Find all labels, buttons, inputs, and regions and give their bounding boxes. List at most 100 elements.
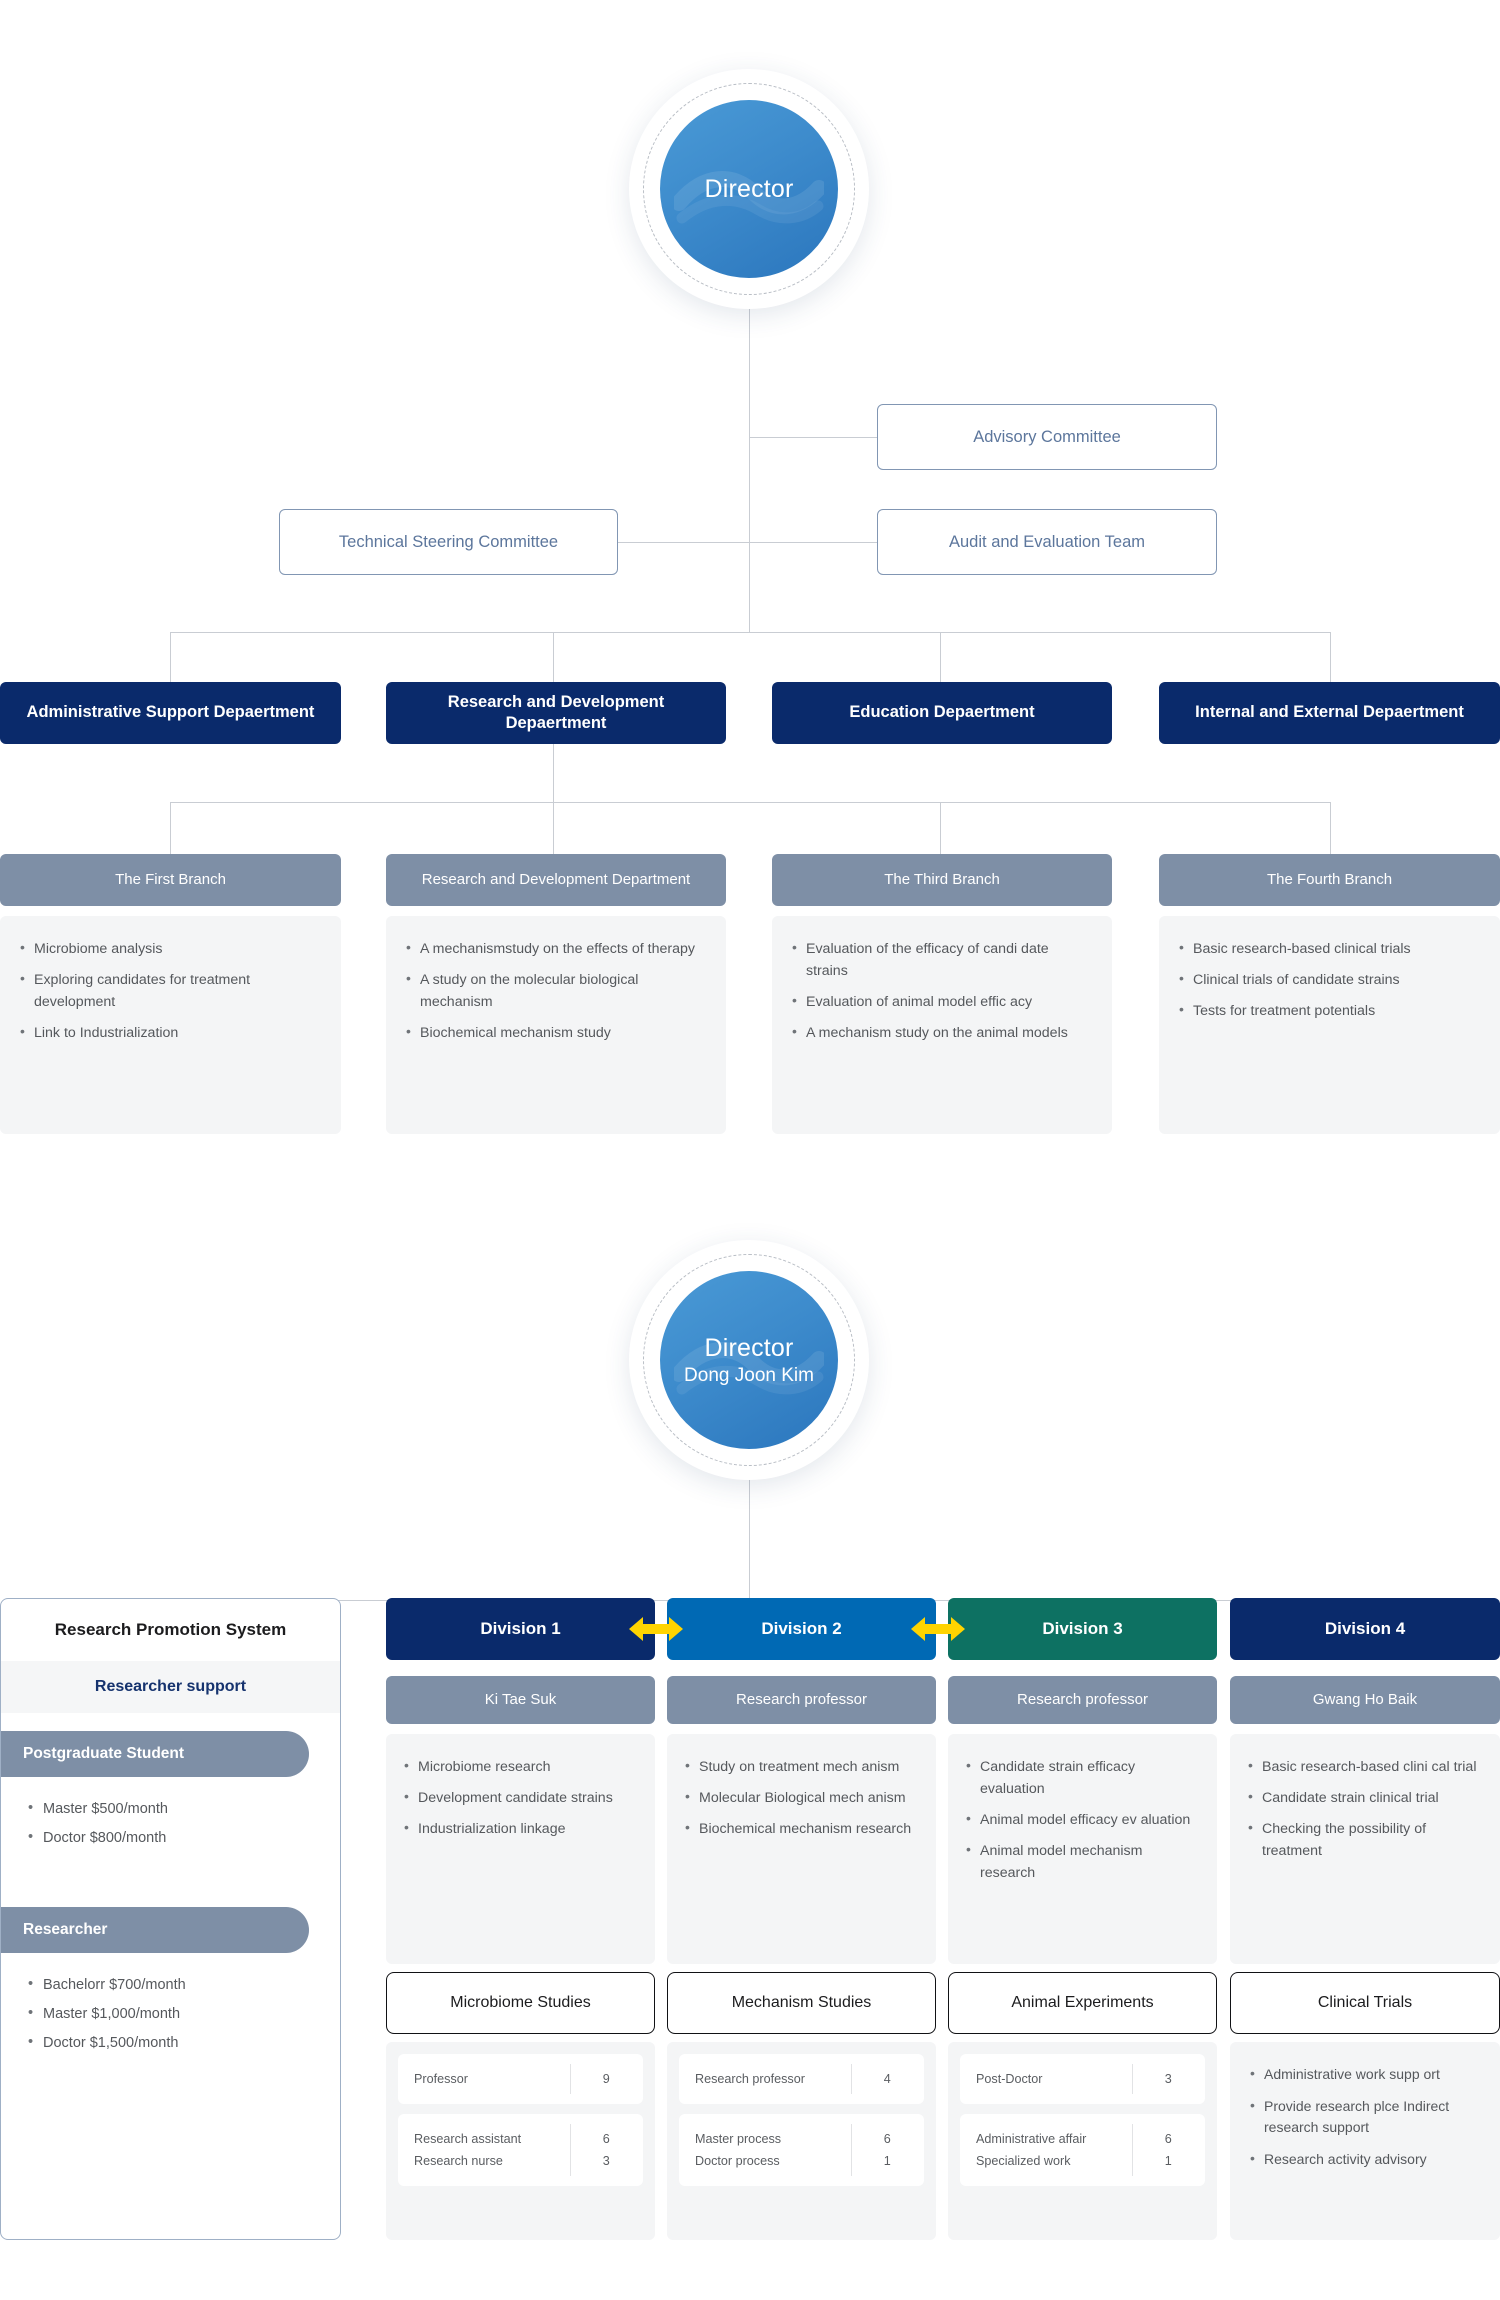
division-1-body: Microbiome research Development candidat… <box>386 1734 655 1964</box>
table-cell-value: 4 <box>883 2072 891 2086</box>
division-3-header[interactable]: Division 3 <box>948 1598 1217 1660</box>
technical-steering-committee-box[interactable]: Technical Steering Committee <box>279 509 618 575</box>
rps-group-label: Researcher <box>23 1921 108 1939</box>
department-label: Internal and External Depaertment <box>1195 703 1464 722</box>
division-4-header[interactable]: Division 4 <box>1230 1598 1500 1660</box>
table-row: Research professor 4 <box>679 2068 924 2090</box>
division-1-lead[interactable]: Ki Tae Suk <box>386 1676 655 1724</box>
rps-group-researcher[interactable]: Researcher <box>1 1907 310 1954</box>
list-item: Master $500/month <box>27 1798 340 1820</box>
division-2-body: Study on treatment mech anism Molecular … <box>667 1734 936 1964</box>
branch-header-1[interactable]: The First Branch <box>0 854 341 906</box>
division-list: Microbiome research Development candidat… <box>402 1755 639 1840</box>
division-label: Division 2 <box>761 1619 842 1638</box>
division-list: Study on treatment mech anism Molecular … <box>683 1755 920 1840</box>
department-label: Education Depaertment <box>849 703 1035 722</box>
director-node-bottom[interactable]: Director Dong Joon Kim <box>629 1240 869 1480</box>
division-3-lead[interactable]: Research professor <box>948 1676 1217 1724</box>
rps-group-label: Postgraduate Student <box>23 1745 185 1762</box>
list-item: Checking the possibility of treatment <box>1246 1817 1484 1862</box>
director-node-top[interactable]: Director <box>629 69 869 309</box>
rps-postgraduate-list: Master $500/month Doctor $800/month <box>1 1777 340 1849</box>
list-item: Research activity advisory <box>1248 2148 1482 2171</box>
division-2-header[interactable]: Division 2 <box>667 1598 936 1660</box>
clinical-trials-list: Administrative work supp ort Provide res… <box>1242 2054 1488 2171</box>
director-name: Dong Joon Kim <box>684 1364 814 1386</box>
study-title: Microbiome Studies <box>450 1994 591 2011</box>
list-item: Clinical trials of candidate strains <box>1177 968 1482 991</box>
table-row: Specialized work 1 <box>960 2150 1205 2172</box>
branch-body-2: A mechanismstudy on the effects of thera… <box>386 916 726 1134</box>
table-row: Doctor process 1 <box>679 2150 924 2172</box>
list-item: Basic research-based clinical trials <box>1177 937 1482 960</box>
table-divider <box>850 2064 852 2094</box>
branch-header-label: Research and Development Department <box>421 871 691 889</box>
list-item: Microbiome research <box>402 1755 639 1778</box>
list-item: Molecular Biological mech anism <box>683 1786 920 1809</box>
branch-header-label: The First Branch <box>115 871 226 889</box>
division-lead-label: Gwang Ho Baik <box>1312 1691 1418 1709</box>
connector-steering-audit <box>617 542 879 543</box>
division-list: Candidate strain efficacy evaluation Ani… <box>964 1755 1201 1884</box>
department-internal-external[interactable]: Internal and External Depaertment <box>1159 682 1500 744</box>
division-lead-label: Research professor <box>736 1691 867 1709</box>
director-dashed-ring <box>643 1254 855 1466</box>
division-1-header[interactable]: Division 1 <box>386 1598 655 1660</box>
list-item: A mechanism study on the animal models <box>790 1021 1094 1044</box>
audit-evaluation-team-label: Audit and Evaluation Team <box>949 532 1145 551</box>
department-administrative-support[interactable]: Administrative Support Depaertment <box>0 682 341 744</box>
list-item: A study on the molecular biological mech… <box>404 968 708 1013</box>
study-body-animal: Post-Doctor 3 Administrative affair 6 Sp… <box>948 2042 1217 2240</box>
list-item: Microbiome analysis <box>18 937 323 960</box>
double-arrow-icon <box>911 1617 965 1641</box>
list-item: Tests for treatment potentials <box>1177 999 1482 1022</box>
branch-list: Microbiome analysis Exploring candidates… <box>18 937 323 1044</box>
division-2-lead[interactable]: Research professor <box>667 1676 936 1724</box>
connector-branch-drop-3 <box>940 802 941 854</box>
study-header-clinical[interactable]: Clinical Trials <box>1230 1972 1500 2034</box>
list-item: Administrative work supp ort <box>1248 2063 1482 2086</box>
audit-evaluation-team-box[interactable]: Audit and Evaluation Team <box>877 509 1217 575</box>
list-item: Candidate strain clinical trial <box>1246 1786 1484 1809</box>
study-body-mechanism: Research professor 4 Master process 6 Do… <box>667 2042 936 2240</box>
director-circle: Director <box>660 100 838 278</box>
branch-header-label: The Fourth Branch <box>1266 871 1393 889</box>
study-header-animal[interactable]: Animal Experiments <box>948 1972 1217 2034</box>
connector-branch-drop-2 <box>553 802 554 854</box>
department-education[interactable]: Education Depaertment <box>772 682 1112 744</box>
list-item: Bachelorr $700/month <box>27 1974 340 1996</box>
table-divider <box>1131 2124 1133 2176</box>
department-label: Research and Development Depaertment <box>447 692 665 732</box>
study-header-microbiome[interactable]: Microbiome Studies <box>386 1972 655 2034</box>
branch-list: Evaluation of the efficacy of candi date… <box>790 937 1094 1044</box>
division-3-body: Candidate strain efficacy evaluation Ani… <box>948 1734 1217 1964</box>
director-circle: Director Dong Joon Kim <box>660 1271 838 1449</box>
table-card: Administrative affair 6 Specialized work… <box>960 2114 1205 2186</box>
table-cell-key: Doctor process <box>695 2154 780 2168</box>
branch-header-4[interactable]: The Fourth Branch <box>1159 854 1500 906</box>
connector-dept-bus <box>170 632 1330 633</box>
list-item: Animal model efficacy ev aluation <box>964 1808 1201 1831</box>
department-research-development[interactable]: Research and Development Depaertment <box>386 682 726 744</box>
department-label: Administrative Support Depaertment <box>26 703 315 722</box>
rps-group-postgraduate-student[interactable]: Postgraduate Student <box>1 1731 310 1777</box>
study-header-mechanism[interactable]: Mechanism Studies <box>667 1972 936 2034</box>
director-dashed-ring <box>643 83 855 295</box>
study-body-microbiome: Professor 9 Research assistant 6 Researc… <box>386 2042 655 2240</box>
branch-list: Basic research-based clinical trials Cli… <box>1177 937 1482 1022</box>
table-divider <box>1131 2064 1133 2094</box>
connector-dept-drop-4 <box>1330 632 1331 692</box>
list-item: Evaluation of the efficacy of candi date… <box>790 937 1094 982</box>
branch-header-2[interactable]: Research and Development Department <box>386 854 726 906</box>
branch-header-3[interactable]: The Third Branch <box>772 854 1112 906</box>
table-divider <box>850 2124 852 2176</box>
advisory-committee-box[interactable]: Advisory Committee <box>877 404 1217 470</box>
table-cell-value: 1 <box>1164 2154 1172 2168</box>
list-item: Doctor $1,500/month <box>27 2032 340 2054</box>
study-title: Animal Experiments <box>1011 1994 1154 2011</box>
division-4-lead[interactable]: Gwang Ho Baik <box>1230 1676 1500 1724</box>
table-row: Professor 9 <box>398 2068 643 2090</box>
table-divider <box>569 2064 571 2094</box>
list-item: Biochemical mechanism study <box>404 1021 708 1044</box>
list-item: Basic research-based clini cal trial <box>1246 1755 1484 1778</box>
